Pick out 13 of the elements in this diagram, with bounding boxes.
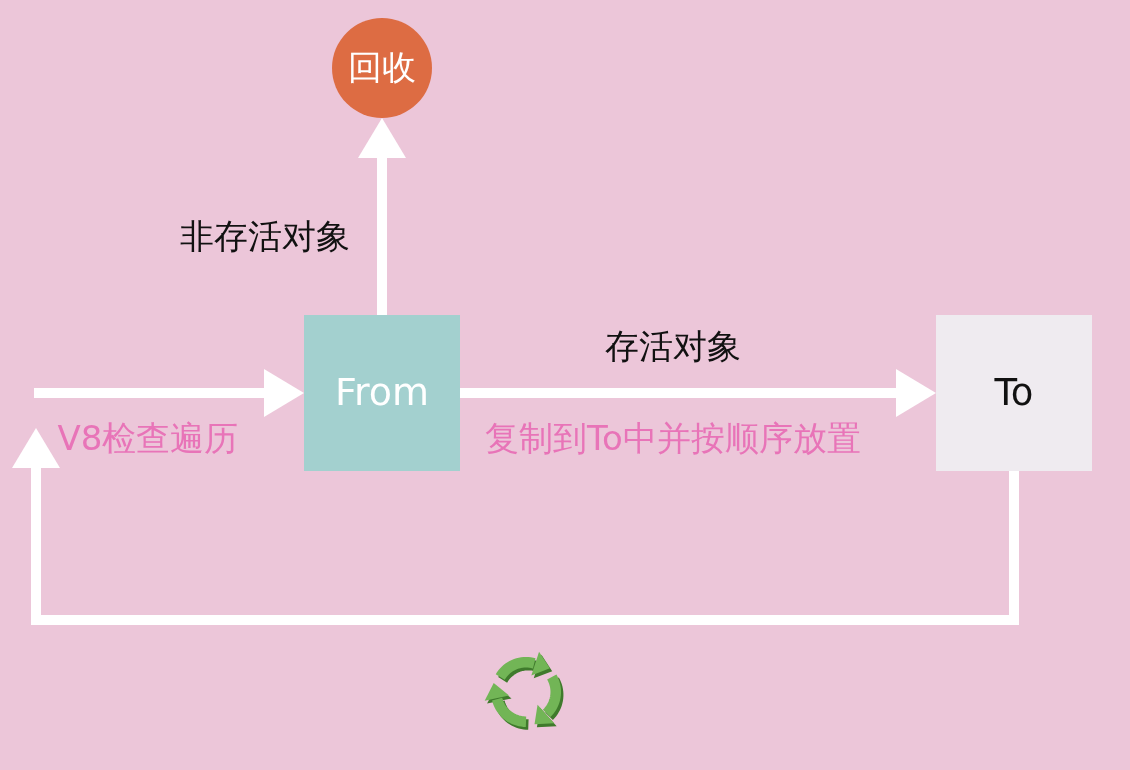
arrow — [358, 118, 406, 315]
annotation-text: 复制到To中并按顺序放置 — [485, 417, 861, 459]
process-box — [936, 315, 1092, 471]
edge-label: 存活对象 — [605, 325, 741, 367]
edge-label: 非存活对象 — [180, 215, 350, 257]
arrow — [12, 428, 1019, 625]
node-text: To — [994, 371, 1034, 415]
process-box — [304, 315, 460, 471]
arrow — [34, 369, 304, 417]
annotation-text: V8检查遍历 — [57, 417, 239, 459]
arrow — [460, 369, 936, 417]
node-text: From — [334, 371, 430, 415]
node-text: 回收 — [348, 48, 416, 88]
